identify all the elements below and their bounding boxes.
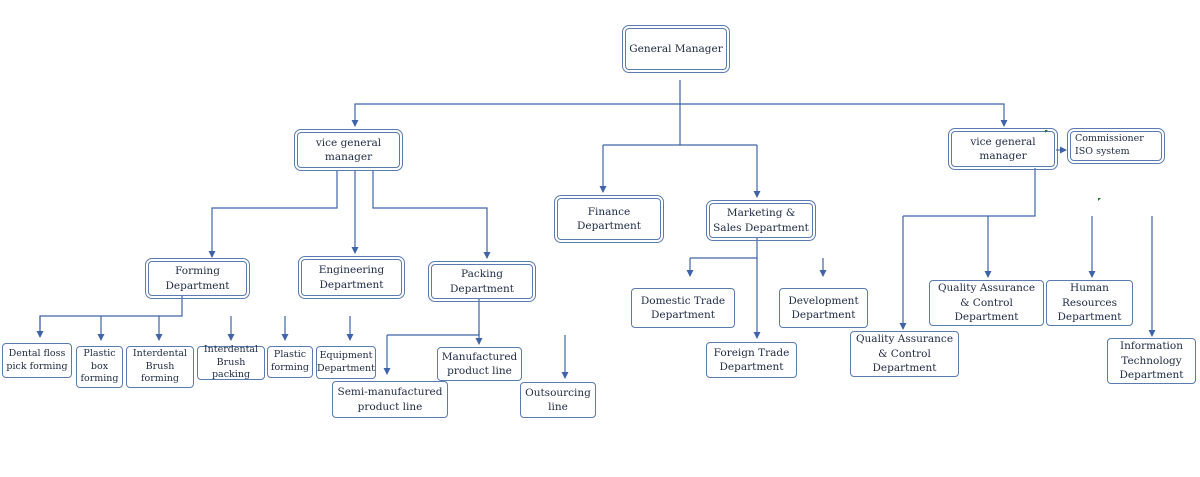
dental-floss-pick-forming-box: Dental floss pick forming — [2, 343, 72, 378]
connector-gm-vgm-left — [351, 80, 681, 127]
commissioner-iso-box: Commissioner ISO system — [1067, 128, 1165, 164]
domestic-trade-department-box: Domestic Trade Department — [631, 288, 735, 328]
development-department-box: Development Department — [779, 288, 868, 328]
vice-general-manager-right-box: vice general manager — [948, 128, 1058, 170]
connector-forming — [208, 170, 338, 258]
interdental-brush-forming-box: Interdental Brush forming — [126, 346, 194, 388]
packing-department-box: Packing Department — [428, 261, 536, 302]
foreign-trade-department-box: Foreign Trade Department — [706, 342, 797, 378]
connector-gm-vgm-right — [680, 103, 1008, 127]
connector-packing — [372, 170, 491, 259]
corner-mark — [1045, 130, 1048, 133]
connector-right-bus — [903, 168, 1036, 217]
finance-department-box: Finance Department — [554, 195, 664, 243]
plastic-forming-box: Plastic forming — [267, 346, 313, 378]
connector-forming-bus — [39, 296, 183, 336]
corner-mark — [1098, 198, 1101, 201]
connector-packing-bus — [387, 299, 480, 336]
engineering-department-box: Engineering Department — [298, 256, 405, 299]
forming-department-box: Forming Department — [145, 258, 250, 299]
information-technology-department-box: Information Technology Department — [1107, 338, 1196, 384]
outsourcing-line-box: Outsourcing line — [520, 382, 596, 418]
general-manager-box: General Manager — [622, 25, 730, 73]
human-resources-department-box: Human Resources Department — [1046, 280, 1133, 326]
vice-general-manager-left-box: vice general manager — [294, 129, 403, 171]
connector-marketing-bus — [690, 238, 758, 259]
manufactured-product-line-box: Manufactured product line — [437, 347, 522, 381]
plastic-box-forming-box: Plastic box forming — [76, 346, 123, 388]
quality-assurance-right-box: Quality Assurance & Control Department — [929, 280, 1044, 326]
interdental-brush-packing-box: Interdental Brush packing — [197, 344, 265, 380]
quality-assurance-left-box: Quality Assurance & Control Department — [850, 331, 959, 377]
semi-manufactured-product-line-box: Semi-manufactured product line — [332, 381, 448, 418]
equipment-department-box: Equipment Department — [316, 346, 376, 379]
marketing-sales-department-box: Marketing & Sales Department — [706, 200, 816, 241]
